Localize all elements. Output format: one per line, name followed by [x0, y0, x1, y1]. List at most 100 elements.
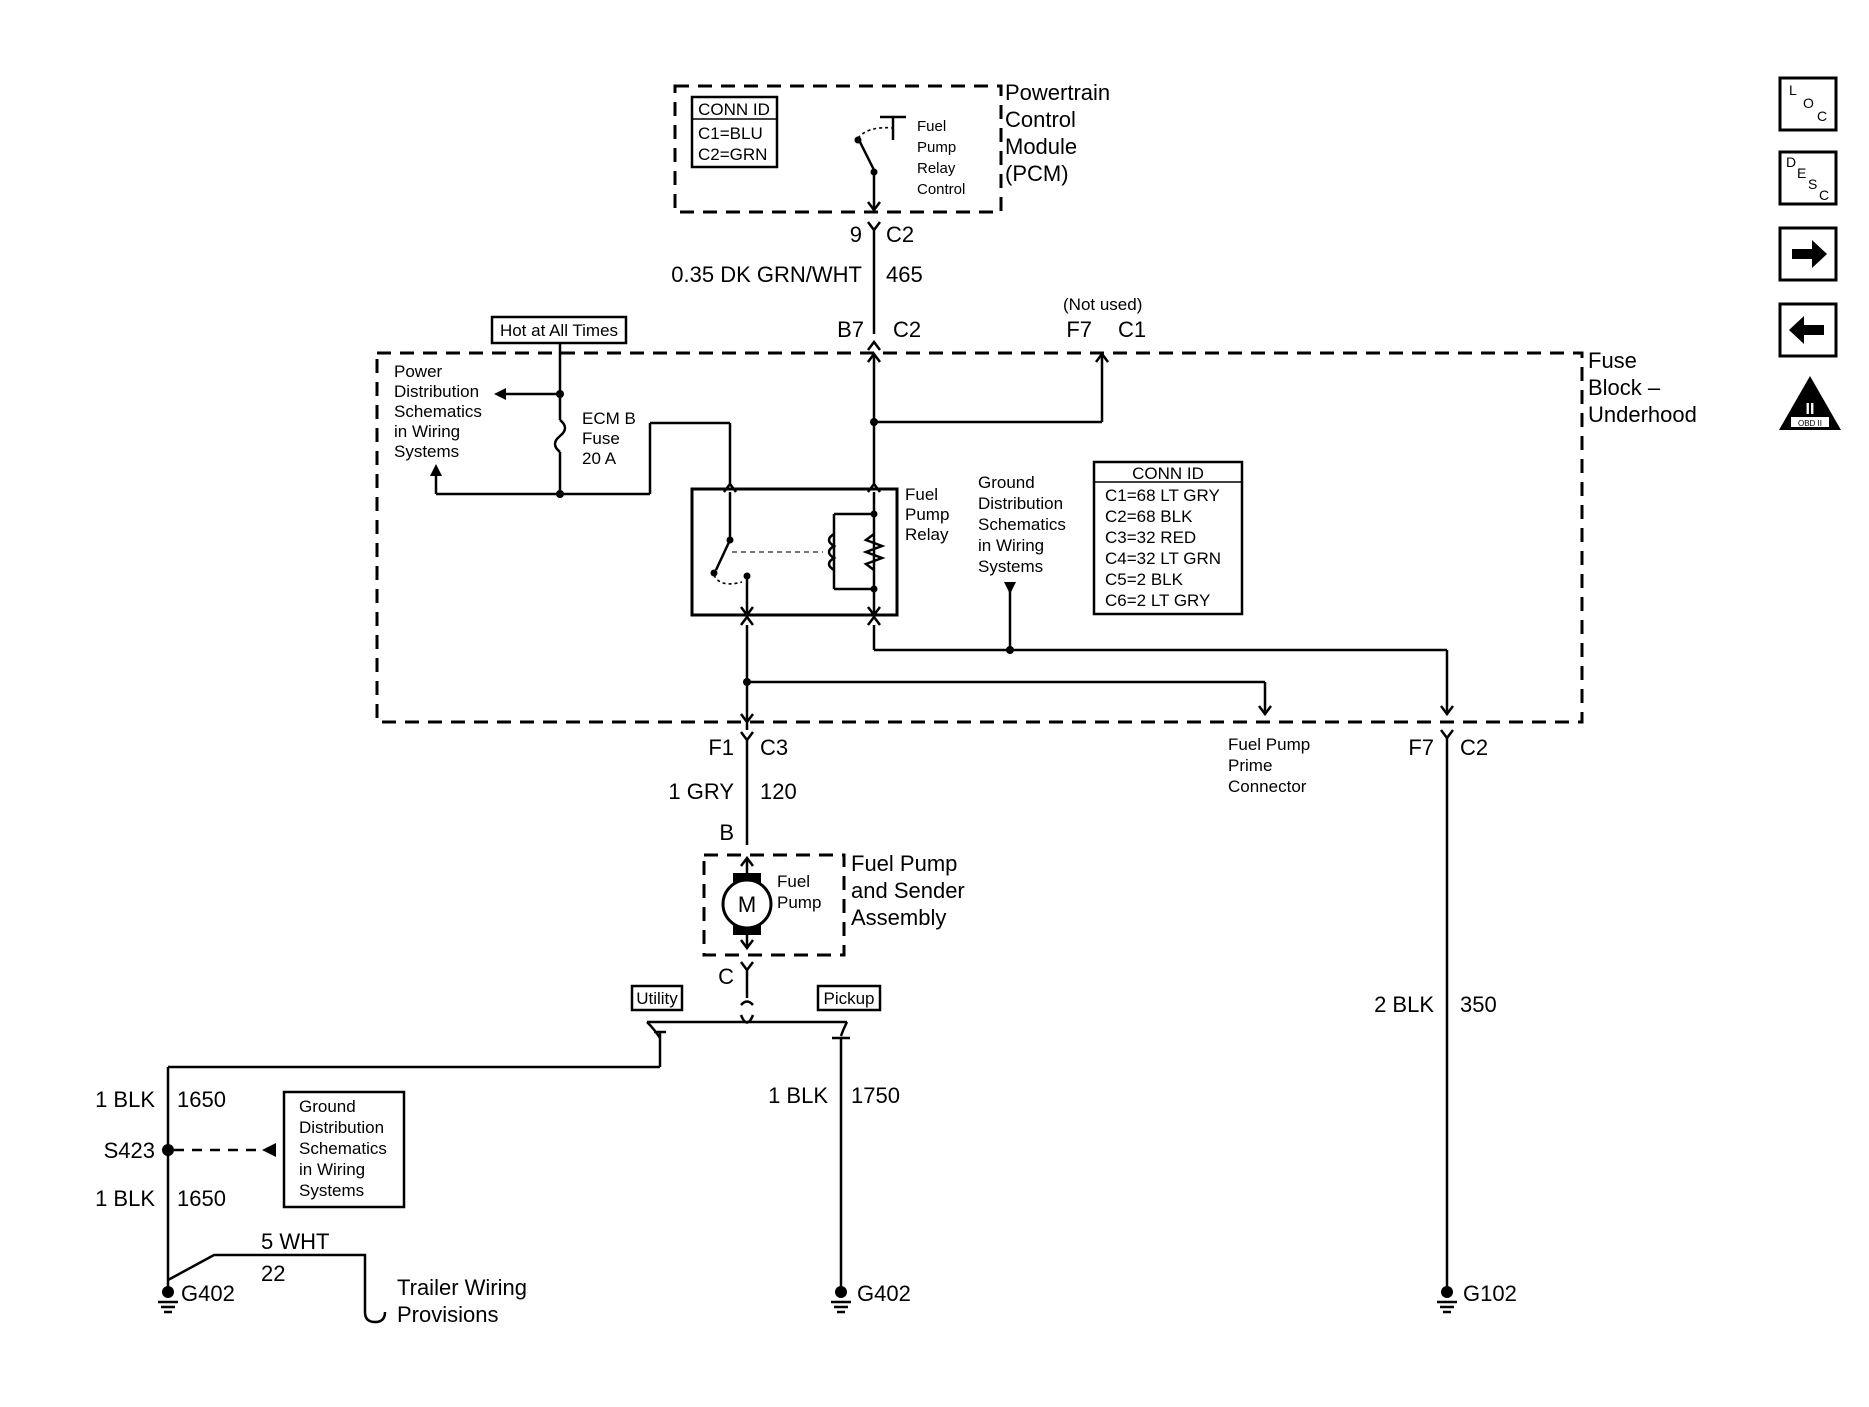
pcm-module: CONN ID C1=BLU C2=GRN Fuel Pump Relay Co… — [673, 80, 1110, 214]
wire-22-circuit: 22 — [261, 1261, 285, 1286]
relay-control-switch-icon — [854, 115, 906, 213]
ground-dist-box-label: Schematics — [299, 1139, 387, 1158]
fuse-block-title: Fuse — [1588, 348, 1637, 373]
relay-control-label: Relay — [917, 160, 956, 177]
desc-glyph: D — [1786, 154, 1796, 170]
ground-dist-label: Schematics — [978, 515, 1066, 534]
wire-465-color: 0.35 DK GRN/WHT — [671, 262, 862, 287]
fuse-conn-f7-bot: C2 — [1460, 735, 1488, 760]
fuse-block-title: Underhood — [1588, 402, 1697, 427]
fuse-conn-id-row: C1=68 LT GRY — [1105, 486, 1220, 505]
relay-label: Pump — [905, 505, 949, 524]
arrow-right-icon — [1792, 240, 1827, 268]
fuel-pump-assembly: B M Fuel Pump Fuel Pump and Sender Assem… — [702, 820, 965, 957]
fuse-conn-b7: C2 — [893, 317, 921, 342]
arrow-left-icon — [494, 388, 506, 400]
power-dist-label: Power — [394, 362, 443, 381]
fuse-label: ECM B — [582, 409, 636, 428]
wire-1750-circuit: 1750 — [851, 1083, 900, 1108]
relay-label: Fuel — [905, 485, 938, 504]
pump-assembly-title: Assembly — [851, 905, 946, 930]
power-dist-label: Distribution — [394, 382, 479, 401]
trailer-label: Provisions — [397, 1302, 498, 1327]
loc-glyph: C — [1817, 108, 1827, 124]
relay-control-label: Fuel — [917, 118, 946, 135]
power-dist-label: in Wiring — [394, 422, 460, 441]
forward-button[interactable] — [1778, 226, 1838, 282]
trailer-label: Trailer Wiring — [397, 1275, 527, 1300]
pump-assembly-outline — [702, 853, 846, 957]
utility-box — [630, 984, 684, 1012]
wire-1750-color: 1 BLK — [768, 1083, 828, 1108]
arrow-down-icon — [1004, 582, 1016, 594]
ground-icon — [158, 1286, 178, 1314]
wire-1650-circuit: 1650 — [177, 1186, 226, 1211]
obd-text: OBD II — [1798, 419, 1822, 428]
pickup-box — [816, 984, 882, 1012]
relay-coil-icon — [827, 532, 837, 572]
resistor-icon — [862, 533, 886, 571]
fuse-pin-f7-bot: F7 — [1408, 735, 1434, 760]
pcm-conn-id-row: C1=BLU — [698, 124, 763, 143]
pump-pin-b: B — [719, 820, 734, 845]
arrow-left-icon — [1789, 316, 1824, 344]
arrow-up-icon — [430, 464, 442, 476]
desc-glyph: C — [1819, 187, 1829, 203]
fuse-label: 20 A — [582, 449, 617, 468]
fuse-label: Fuse — [582, 429, 620, 448]
pcm-title: Module — [1005, 134, 1077, 159]
motor-icon — [721, 878, 773, 930]
ground-dist-box-label: Systems — [299, 1181, 364, 1200]
pcm-pin: 9 — [850, 222, 862, 247]
wire-22-color: 5 WHT — [261, 1229, 329, 1254]
pump-pin-c: C — [718, 964, 734, 989]
pcm-conn-id-title: CONN ID — [698, 100, 770, 119]
fuse-block-title: Block – — [1588, 375, 1661, 400]
ground-icon — [1437, 1286, 1457, 1314]
wire-120-circuit: 120 — [760, 779, 797, 804]
ground-dist-label: in Wiring — [978, 536, 1044, 555]
splice-icon — [162, 1144, 174, 1156]
fuse-conn-id-row: C5=2 BLK — [1105, 570, 1184, 589]
prime-connector-label: Fuel Pump — [1228, 735, 1310, 754]
wire-1650-color: 1 BLK — [95, 1087, 155, 1112]
fuse-pin-f7-top: F7 — [1066, 317, 1092, 342]
pcm-title: Control — [1005, 107, 1076, 132]
relay-label: Relay — [905, 525, 949, 544]
loc-glyph: L — [1789, 82, 1797, 98]
fuse-conn-f7-top: C1 — [1118, 317, 1146, 342]
fuse-icon — [553, 419, 567, 453]
arrow-left-icon — [262, 1143, 276, 1157]
fuse-conn-id-row: C6=2 LT GRY — [1105, 591, 1210, 610]
pump-assembly-title: and Sender — [851, 878, 965, 903]
pump-label: Fuel — [777, 872, 810, 891]
pcm-conn-id-row: C2=GRN — [698, 145, 767, 164]
power-dist-label: Systems — [394, 442, 459, 461]
ground-icon — [831, 1286, 851, 1314]
pcm-outline — [673, 84, 1003, 214]
pcm-conn-id-box — [690, 95, 779, 169]
power-dist-label: Schematics — [394, 402, 482, 421]
ground-dist-label: Systems — [978, 557, 1043, 576]
fuse-conn-id-title: CONN ID — [1132, 464, 1204, 483]
prime-connector-label: Connector — [1228, 777, 1307, 796]
ground-dist-box-label: Distribution — [299, 1118, 384, 1137]
back-button[interactable] — [1778, 302, 1838, 358]
fuse-block-outline — [375, 351, 1584, 724]
fuel-pump-relay — [690, 487, 899, 618]
wire-1650-color: 1 BLK — [95, 1186, 155, 1211]
relay-control-label: Pump — [917, 139, 956, 156]
desc-button[interactable]: D E S C — [1778, 150, 1838, 206]
fuse-pin-f1: F1 — [708, 735, 734, 760]
hot-at-all-times-label: Hot at All Times — [500, 321, 618, 340]
wire-350-circuit: 350 — [1460, 992, 1497, 1017]
loc-button[interactable]: L O C — [1778, 76, 1838, 132]
motor-label: M — [738, 892, 756, 917]
utility-label: Utility — [636, 989, 678, 1008]
fuse-conn-id-row: C2=68 BLK — [1105, 507, 1193, 526]
pump-assembly-title: Fuel Pump — [851, 851, 957, 876]
ground-label: G402 — [857, 1281, 911, 1306]
fuse-conn-id-row: C4=32 LT GRN — [1105, 549, 1221, 568]
